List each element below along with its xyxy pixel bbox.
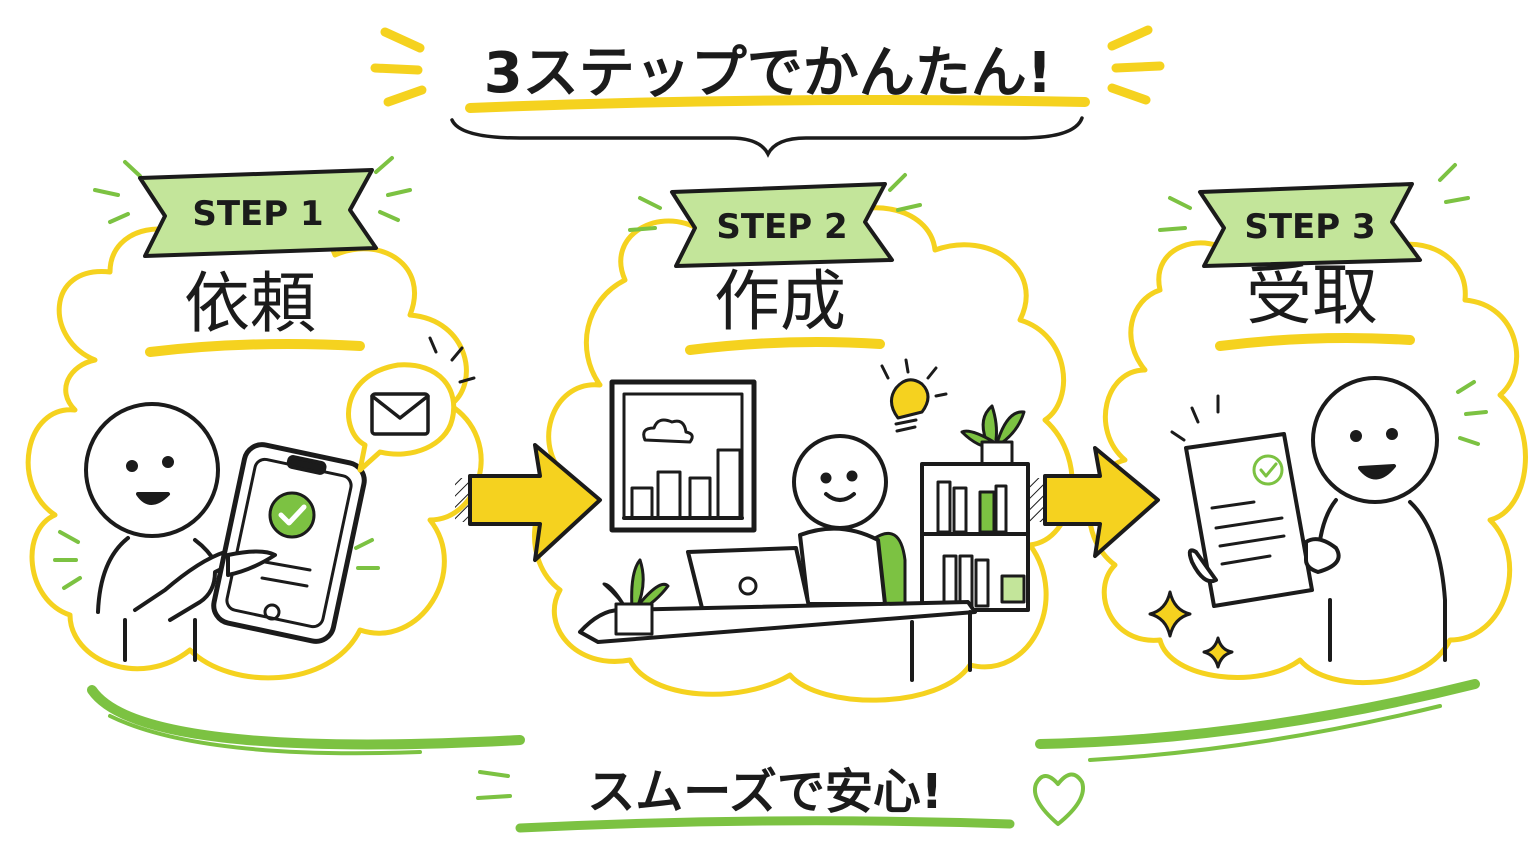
lightbulb-icon	[882, 360, 946, 431]
step2-badge: STEP 2 作成	[630, 175, 920, 350]
title-accent-right	[1112, 30, 1160, 100]
footer-underline	[520, 821, 1010, 828]
left-green-swoosh	[92, 690, 520, 744]
step3-label: 受取	[1246, 257, 1378, 334]
envelope-icon	[372, 394, 428, 434]
step1-label-underline	[150, 344, 360, 352]
arrow-step1-to-step2	[455, 445, 600, 560]
check-icon	[270, 493, 314, 537]
step2-scene	[580, 360, 1028, 680]
title-group: 3ステップでかんたん!	[375, 30, 1160, 154]
step2-person	[794, 436, 905, 610]
step3-green-accents	[1458, 382, 1486, 444]
step3-scene	[1150, 378, 1486, 667]
document-sparkle	[1172, 396, 1218, 440]
footer-accents	[478, 772, 510, 798]
step3-badge: STEP 3 受取	[1160, 165, 1468, 346]
sparkle-icon	[1150, 592, 1190, 636]
step1-label: 依頼	[184, 265, 316, 342]
step1-person-head	[86, 404, 218, 536]
step1-scene	[55, 338, 474, 660]
bookshelf	[922, 464, 1028, 610]
step2-badge-text: STEP 2	[716, 207, 847, 247]
title-brace	[452, 118, 1082, 154]
step3-label-underline	[1220, 338, 1410, 346]
step3-person-head	[1313, 378, 1437, 502]
step3-person-body	[1318, 500, 1445, 660]
footer-group: スムーズで安心!	[92, 684, 1475, 828]
title-accent-left	[375, 32, 422, 102]
sparkle-icon-small	[1204, 638, 1232, 667]
footer-text: スムーズで安心!	[587, 764, 943, 820]
step2-label: 作成	[714, 263, 846, 340]
step1-badge: STEP 1 依頼	[95, 158, 410, 352]
step2-label-underline	[690, 342, 880, 350]
step1-badge-text: STEP 1	[192, 194, 323, 234]
heart-icon	[1035, 774, 1083, 824]
step3-badge-text: STEP 3	[1244, 207, 1375, 247]
title-underline	[470, 100, 1085, 108]
window-frame	[612, 382, 754, 530]
potted-plant-shelf	[962, 406, 1024, 464]
